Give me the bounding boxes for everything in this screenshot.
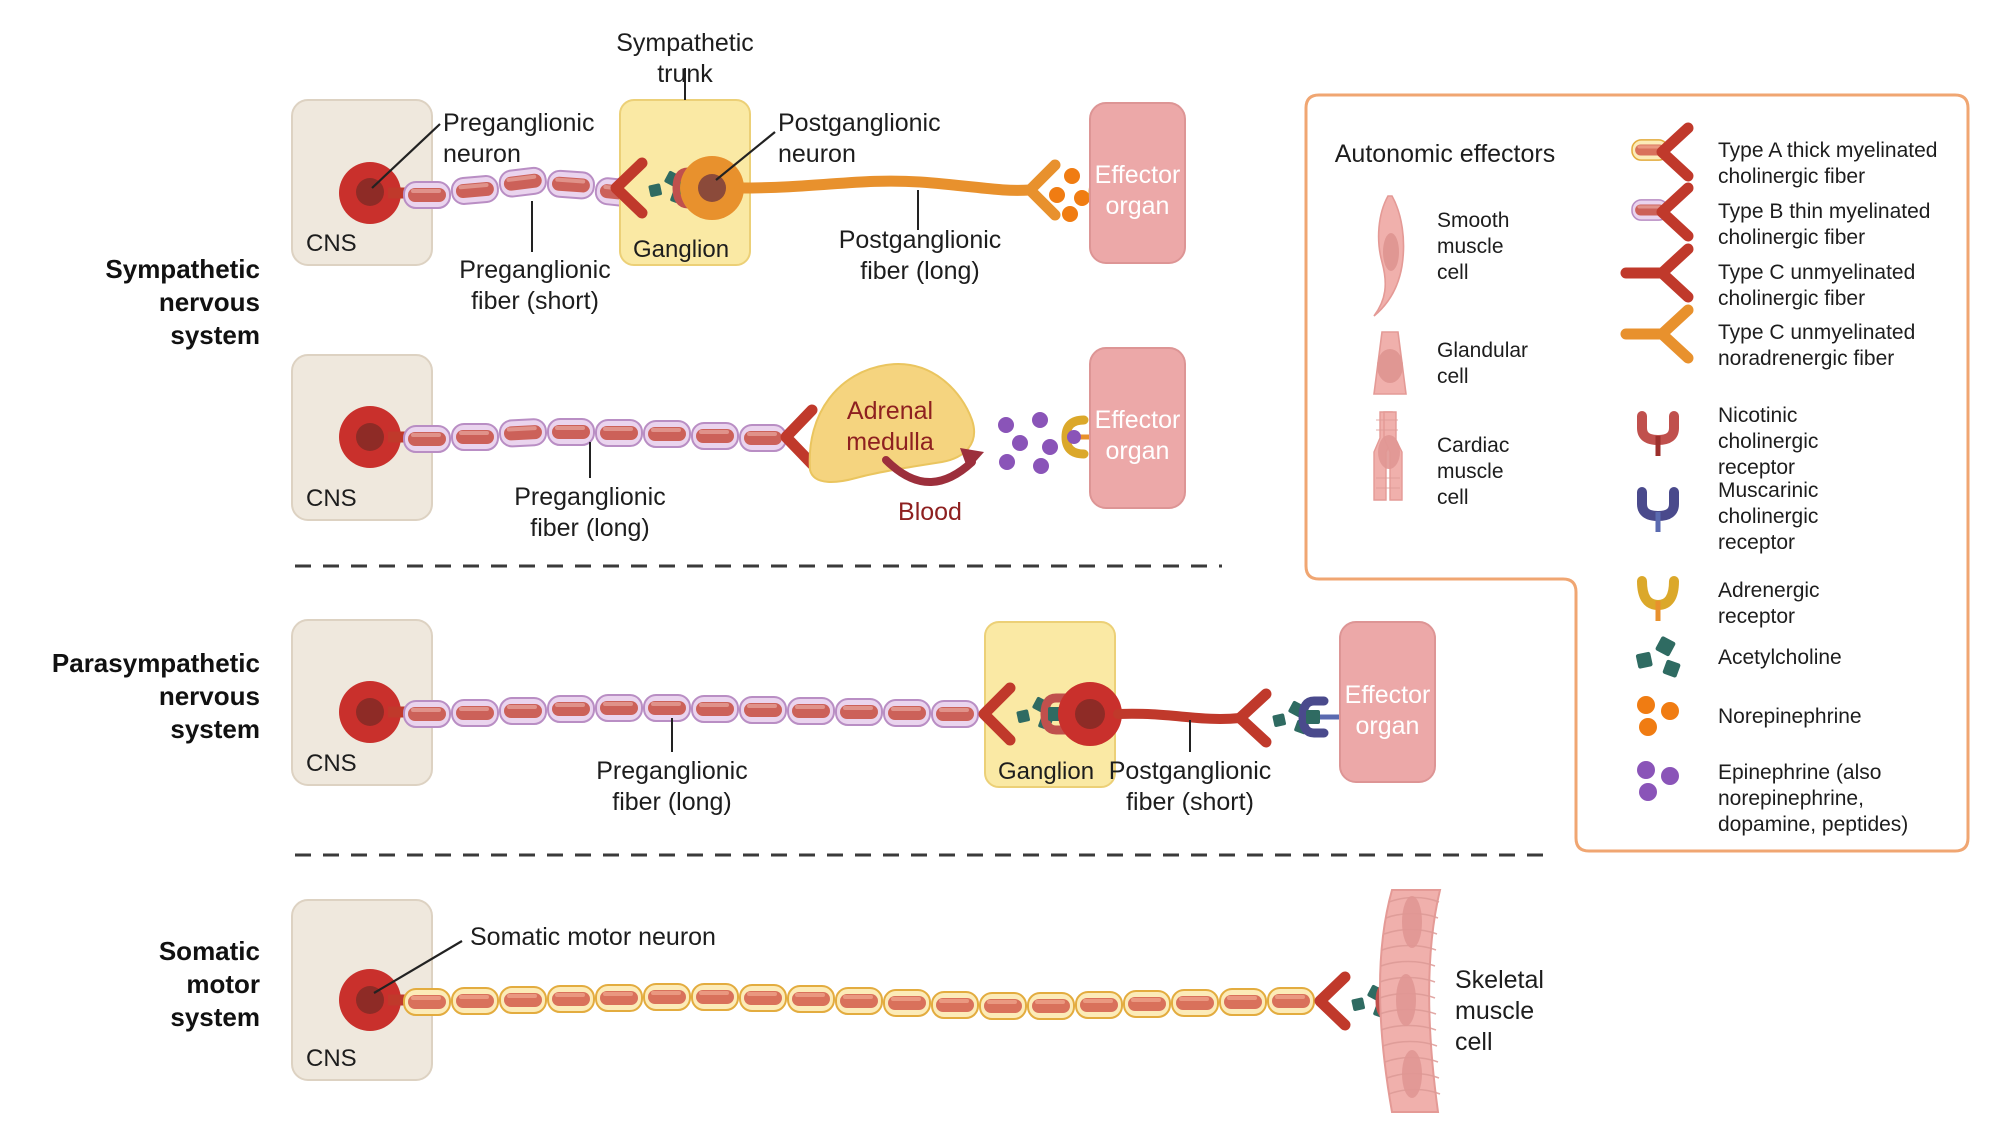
legend-item-label-type-b-fiber: Type B thin myelinated cholinergic fiber <box>1718 200 1931 249</box>
effector-organ-label-sympathetic: Effector organ <box>1094 161 1181 220</box>
postganglionic-fiber-label-sympathetic: Postganglionic fiber (long) <box>838 226 1002 285</box>
legend-item-label-type-a-fiber: Type A thick myelinated cholinergic fibe… <box>1718 139 1938 188</box>
legend-item-label-nicotinic-receptor: Nicotinic cholinergic receptor <box>1718 404 1819 479</box>
preganglionic-fiber-label-adrenal: Preganglionic fiber (long) <box>514 483 666 542</box>
legend-item-label-acetylcholine: Acetylcholine <box>1718 646 1842 669</box>
cns-label-parasympathetic: CNS <box>306 750 357 777</box>
legend-effectors-title: Autonomic effectors <box>1334 140 1556 168</box>
somatic-motor-neuron-label: Somatic motor neuron <box>470 923 716 951</box>
legend-effector-label-smooth-muscle-cell: Smooth muscle cell <box>1437 209 1510 284</box>
preganglionic-neuron-label: Preganglionic neuron <box>443 109 595 168</box>
legend-item-label-adrenergic-receptor: Adrenergic receptor <box>1718 579 1820 628</box>
ganglion-label-sympathetic: Ganglion <box>633 236 730 263</box>
sympathetic-trunk-label: Sympathetic trunk <box>616 29 754 88</box>
row-label-parasympathetic: Parasympathetic nervous system <box>51 648 260 744</box>
preganglionic-fiber-label-sympathetic: Preganglionic fiber (short) <box>459 256 611 315</box>
cns-label-adrenal: CNS <box>306 485 357 512</box>
effector-organ-label-adrenal: Effector organ <box>1094 406 1181 465</box>
cns-label-sympathetic: CNS <box>306 230 357 257</box>
legend-item-label-norepinephrine: Norepinephrine <box>1718 705 1862 728</box>
legend-item-label-muscarinic-receptor: Muscarinic cholinergic receptor <box>1718 479 1819 554</box>
legend-item-label-epinephrine: Epinephrine (also norepinephrine, dopami… <box>1718 761 1909 836</box>
postganglionic-neuron-label: Postganglionic neuron <box>778 109 941 168</box>
legend-effector-label-cardiac-muscle-cell: Cardiac muscle cell <box>1437 434 1510 509</box>
postganglionic-fiber-label-parasympathetic: Postganglionic fiber (short) <box>1108 757 1272 816</box>
blood-label: Blood <box>898 498 962 526</box>
row-label-sympathetic: Sympathetic nervous system <box>105 254 260 350</box>
row-label-somatic: Somatic motor system <box>158 936 260 1032</box>
preganglionic-fiber-label-parasympathetic: Preganglionic fiber (long) <box>596 757 748 816</box>
ganglion-label-parasympathetic: Ganglion <box>998 758 1095 785</box>
effector-organ-label-parasympathetic: Effector organ <box>1344 681 1431 740</box>
legend-effector-label-glandular-cell: Glandular cell <box>1437 339 1529 388</box>
adrenal-medulla-label: Adrenal medulla <box>846 397 934 456</box>
legend-item-label-type-c-cholinergic-fiber: Type C unmyelinated cholinergic fiber <box>1718 261 1916 310</box>
skeletal-muscle-cell-label: Skeletal muscle cell <box>1455 966 1544 1056</box>
legend-item-label-type-c-noradrenergic-fiber: Type C unmyelinated noradrenergic fiber <box>1718 321 1916 370</box>
cns-label-somatic: CNS <box>306 1045 357 1072</box>
